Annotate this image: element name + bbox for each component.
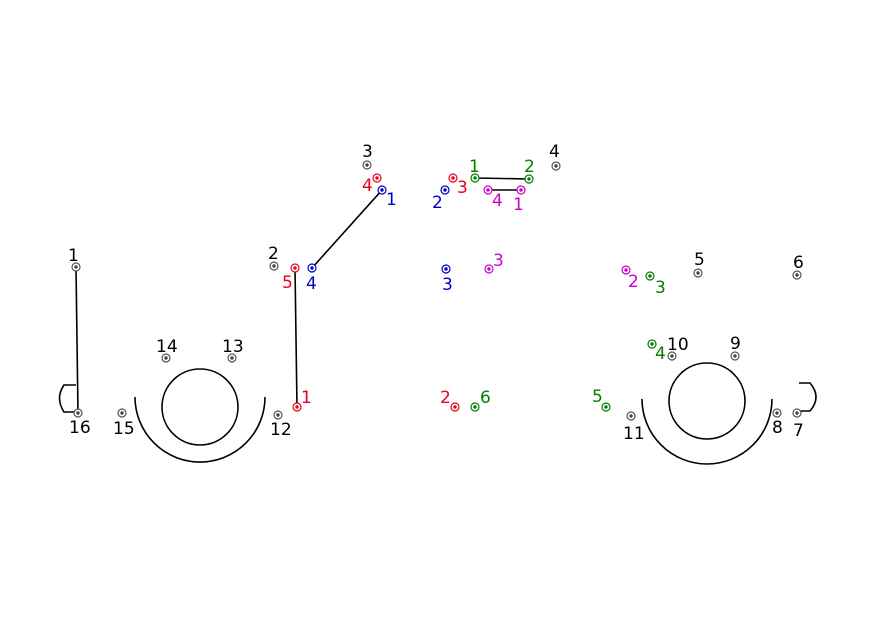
black-label-10: 10 bbox=[667, 335, 689, 355]
green-label-3: 3 bbox=[655, 278, 666, 298]
connector-line bbox=[75, 266, 79, 414]
black-point-5[interactable] bbox=[693, 268, 703, 278]
black-point-12[interactable] bbox=[273, 410, 283, 420]
green-point-4[interactable] bbox=[647, 339, 657, 349]
red-label-2: 2 bbox=[440, 388, 451, 408]
black-label-14: 14 bbox=[156, 337, 178, 357]
blue-point-2[interactable] bbox=[440, 185, 450, 195]
blue-label-3: 3 bbox=[442, 275, 453, 295]
blue-point-3[interactable] bbox=[441, 264, 451, 274]
black-point-3[interactable] bbox=[362, 160, 372, 170]
connector-line bbox=[294, 267, 298, 408]
left-wheel-hub bbox=[161, 368, 239, 446]
red-point-2[interactable] bbox=[450, 402, 460, 412]
blue-label-4: 4 bbox=[306, 274, 317, 294]
magenta-point-2[interactable] bbox=[621, 265, 631, 275]
black-label-3: 3 bbox=[362, 142, 373, 162]
black-label-8: 8 bbox=[772, 418, 783, 438]
blue-label-2: 2 bbox=[432, 193, 443, 213]
black-point-14[interactable] bbox=[161, 353, 171, 363]
connector-line bbox=[474, 177, 530, 180]
black-point-15[interactable] bbox=[117, 408, 127, 418]
red-label-1: 1 bbox=[301, 388, 312, 408]
right-bumper bbox=[799, 382, 817, 412]
magenta-label-2: 2 bbox=[628, 272, 639, 292]
black-label-11: 11 bbox=[623, 424, 645, 444]
black-point-16[interactable] bbox=[73, 408, 83, 418]
black-label-9: 9 bbox=[730, 334, 741, 354]
magenta-point-1[interactable] bbox=[516, 185, 526, 195]
red-points: 1 2 3 4 5 bbox=[282, 173, 468, 412]
green-label-5: 5 bbox=[592, 387, 603, 407]
black-point-10[interactable] bbox=[667, 351, 677, 361]
black-point-9[interactable] bbox=[730, 351, 740, 361]
green-points: 1 2 3 4 5 6 bbox=[469, 157, 666, 412]
magenta-label-4: 4 bbox=[492, 191, 503, 211]
red-point-5[interactable] bbox=[290, 263, 300, 273]
blue-label-1: 1 bbox=[386, 190, 397, 210]
black-label-12: 12 bbox=[270, 420, 292, 440]
green-point-2[interactable] bbox=[524, 174, 534, 184]
magenta-point-3[interactable] bbox=[484, 264, 494, 274]
right-wheel-fender bbox=[641, 398, 773, 465]
red-label-3: 3 bbox=[457, 178, 468, 198]
blue-point-4[interactable] bbox=[307, 263, 317, 273]
green-point-6[interactable] bbox=[470, 402, 480, 412]
black-label-5: 5 bbox=[694, 250, 705, 270]
right-wheel-hub bbox=[668, 362, 746, 440]
green-label-6: 6 bbox=[480, 388, 491, 408]
black-point-6[interactable] bbox=[792, 270, 802, 280]
magenta-label-1: 1 bbox=[513, 195, 524, 215]
green-label-1: 1 bbox=[469, 157, 480, 177]
black-label-2: 2 bbox=[268, 244, 279, 264]
black-label-4: 4 bbox=[549, 142, 560, 162]
black-label-13: 13 bbox=[222, 337, 244, 357]
black-point-13[interactable] bbox=[227, 353, 237, 363]
black-label-15: 15 bbox=[113, 419, 135, 439]
black-point-7[interactable] bbox=[792, 408, 802, 418]
black-point-8[interactable] bbox=[772, 408, 782, 418]
magenta-point-4[interactable] bbox=[483, 185, 493, 195]
black-point-1[interactable] bbox=[71, 262, 81, 272]
green-point-5[interactable] bbox=[601, 402, 611, 412]
blue-point-1[interactable] bbox=[377, 185, 387, 195]
red-point-4[interactable] bbox=[372, 173, 382, 183]
black-label-7: 7 bbox=[793, 421, 804, 441]
black-label-6: 6 bbox=[793, 253, 804, 273]
blue-points: 1 2 3 4 bbox=[306, 185, 453, 295]
magenta-label-3: 3 bbox=[493, 251, 504, 271]
green-point-1[interactable] bbox=[470, 173, 480, 183]
black-point-4[interactable] bbox=[551, 161, 561, 171]
black-point-11[interactable] bbox=[626, 411, 636, 421]
magenta-points: 1 2 3 4 bbox=[483, 185, 639, 292]
green-label-4: 4 bbox=[655, 344, 666, 364]
red-label-5: 5 bbox=[282, 273, 293, 293]
green-label-2: 2 bbox=[524, 157, 535, 177]
left-bumper bbox=[58, 384, 76, 413]
green-point-3[interactable] bbox=[645, 271, 655, 281]
red-point-1[interactable] bbox=[292, 402, 302, 412]
black-label-16: 16 bbox=[69, 418, 91, 438]
black-label-1: 1 bbox=[68, 246, 79, 266]
black-point-2[interactable] bbox=[269, 261, 279, 271]
connector-line bbox=[311, 189, 383, 269]
red-point-3[interactable] bbox=[448, 173, 458, 183]
left-wheel-fender bbox=[134, 396, 266, 463]
black-points: 1 2 3 4 5 6 7 8 9 10 11 12 13 14 15 16 bbox=[68, 142, 804, 444]
red-label-4: 4 bbox=[362, 176, 373, 196]
